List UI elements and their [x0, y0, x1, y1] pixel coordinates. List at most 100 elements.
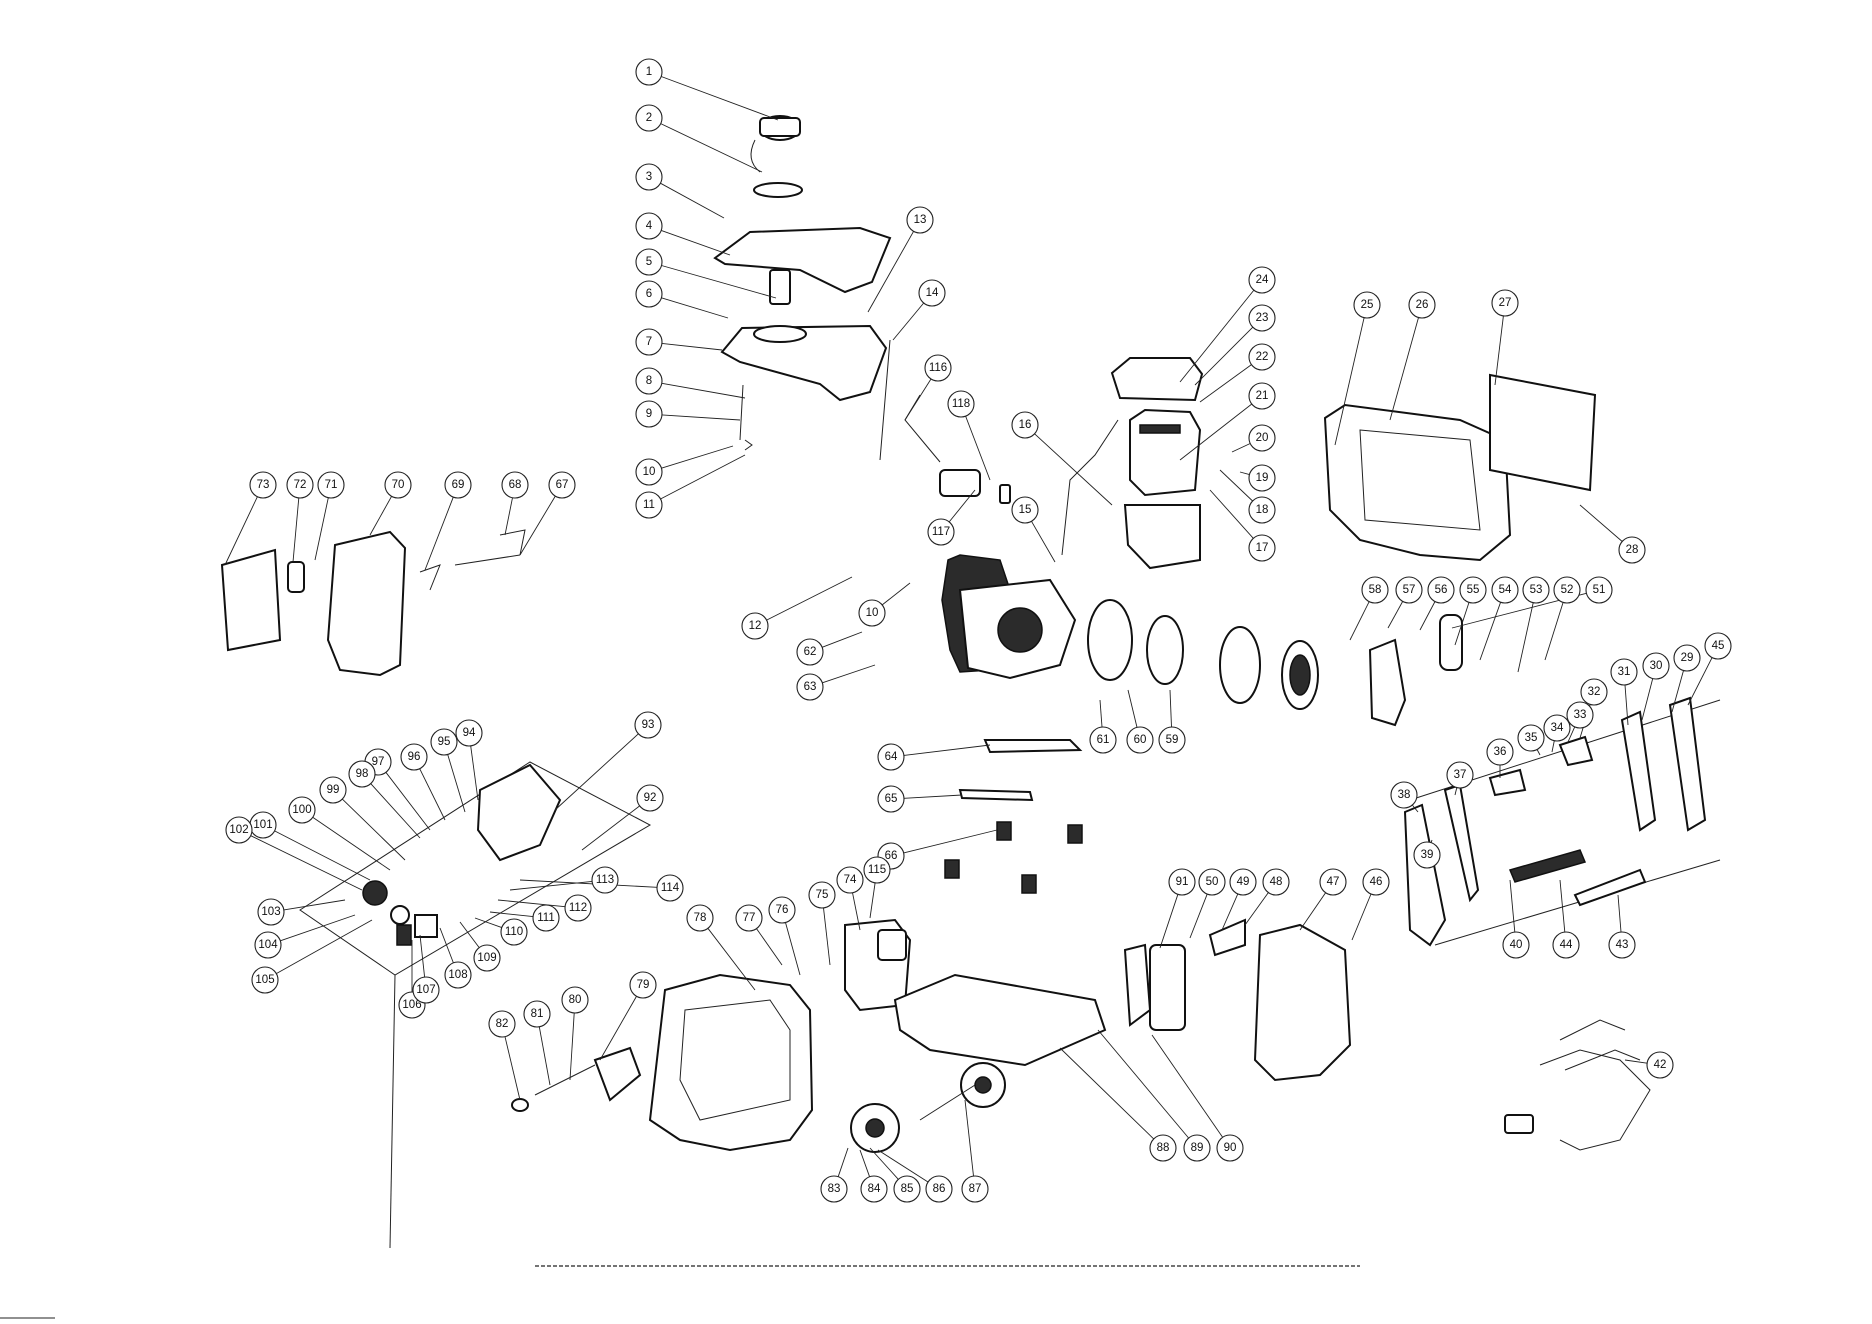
callout-leader-line	[852, 892, 861, 931]
callout-circle	[348, 760, 376, 788]
callout-circle	[656, 874, 684, 902]
callout-circle	[1149, 1134, 1177, 1162]
callout-leader-line	[385, 772, 431, 831]
part-callout: 25	[1353, 291, 1381, 319]
callout-number: 109	[477, 952, 496, 964]
callout-leader-line	[1194, 326, 1254, 386]
part-callout: 90	[1216, 1134, 1244, 1162]
part-callout: 82	[488, 1010, 516, 1038]
part-callout: 76	[768, 896, 796, 924]
callout-number: 87	[969, 1183, 982, 1195]
callout-circle	[635, 367, 663, 395]
callout-circle	[412, 976, 440, 1004]
callout-leader-line	[1189, 893, 1208, 939]
callout-number: 97	[372, 756, 385, 768]
callout-circle	[251, 966, 279, 994]
callout-number: 84	[868, 1183, 881, 1195]
callout-leader-line	[504, 1036, 521, 1101]
callout-number: 21	[1256, 390, 1269, 402]
callout-leader-line	[1479, 602, 1502, 661]
callout-number: 44	[1560, 939, 1573, 951]
part-callout: 29	[1673, 644, 1701, 672]
callout-number: 60	[1134, 734, 1147, 746]
callout-leader-line	[1199, 364, 1252, 403]
callout-number: 14	[926, 287, 939, 299]
part-callout: 38	[1390, 781, 1418, 809]
callout-leader-line	[1509, 879, 1516, 933]
callout-number: 58	[1369, 584, 1382, 596]
part-callout: 49	[1229, 868, 1257, 896]
callout-number: 72	[294, 479, 307, 491]
callout-number: 45	[1712, 640, 1725, 652]
callout-number: 71	[325, 479, 338, 491]
callout-number: 15	[1019, 504, 1032, 516]
callout-circle	[1642, 652, 1670, 680]
callout-leader-line	[1127, 689, 1138, 728]
part-callout: 5	[635, 248, 663, 276]
callout-circle	[1248, 424, 1276, 452]
callout-leader-line	[821, 631, 863, 648]
part-callout: 22	[1248, 343, 1276, 371]
part-callout: 56	[1427, 576, 1455, 604]
part-callout: 78	[686, 904, 714, 932]
callout-leader-line	[661, 265, 777, 299]
callout-leader-line	[1641, 678, 1654, 721]
part-callout: 51	[1585, 576, 1613, 604]
callout-number: 106	[402, 999, 421, 1011]
callout-circle	[1198, 868, 1226, 896]
part-callout: 35	[1517, 724, 1545, 752]
callout-circle	[635, 280, 663, 308]
callout-leader-line	[519, 879, 658, 888]
callout-number: 75	[816, 889, 829, 901]
callout-leader-line	[599, 996, 637, 1061]
callout-leader-line	[292, 497, 300, 563]
callout-circle	[635, 58, 663, 86]
callout-leader-line	[892, 302, 925, 341]
part-callout: 74	[836, 866, 864, 894]
callout-circle	[796, 673, 824, 701]
callout-number: 10	[643, 466, 656, 478]
callout-circle	[591, 866, 619, 894]
callout-leader-line	[1494, 315, 1504, 386]
callout-leader-line	[1031, 521, 1056, 563]
callout-leader-line	[660, 123, 763, 173]
part-callout: 75	[808, 881, 836, 909]
part-callout: 59	[1158, 726, 1186, 754]
callout-leader-line	[904, 378, 932, 421]
part-callout: 98	[348, 760, 376, 788]
callout-circle	[635, 328, 663, 356]
callout-circle	[1395, 576, 1423, 604]
part-callout: 115	[863, 856, 891, 884]
callout-number: 40	[1510, 939, 1523, 951]
callout-number: 29	[1681, 652, 1694, 664]
part-callout: 46	[1362, 868, 1390, 896]
part-drawings	[0, 115, 1721, 1319]
callout-leader-line	[1544, 602, 1564, 661]
callout-circle	[1502, 931, 1530, 959]
part-callout: 91	[1168, 868, 1196, 896]
callout-number: 52	[1561, 584, 1574, 596]
callout-leader-line	[1334, 317, 1365, 446]
callout-number: 61	[1097, 734, 1110, 746]
part-callout: 14	[918, 279, 946, 307]
callout-leader-line	[903, 744, 991, 756]
part-callout: 94	[455, 719, 483, 747]
part-callout: 3	[635, 163, 663, 191]
part-callout: 64	[877, 743, 905, 771]
callout-leader-line	[1536, 749, 1541, 756]
callout-number: 83	[828, 1183, 841, 1195]
part-callout: 105	[251, 966, 279, 994]
part-callout: 32	[1580, 678, 1608, 706]
callout-leader-line	[661, 445, 734, 469]
callout-circle	[860, 1175, 888, 1203]
callout-circle	[1248, 304, 1276, 332]
part-callout: 31	[1610, 658, 1638, 686]
callout-number: 108	[448, 969, 467, 981]
part-callout: 50	[1198, 868, 1226, 896]
callout-leader-line	[1617, 894, 1622, 933]
callout-leader-line	[869, 882, 876, 919]
callout-leader-line	[1244, 892, 1269, 926]
callout-circle	[1158, 726, 1186, 754]
callout-leader-line	[250, 835, 363, 891]
callout-leader-line	[1151, 1034, 1223, 1138]
